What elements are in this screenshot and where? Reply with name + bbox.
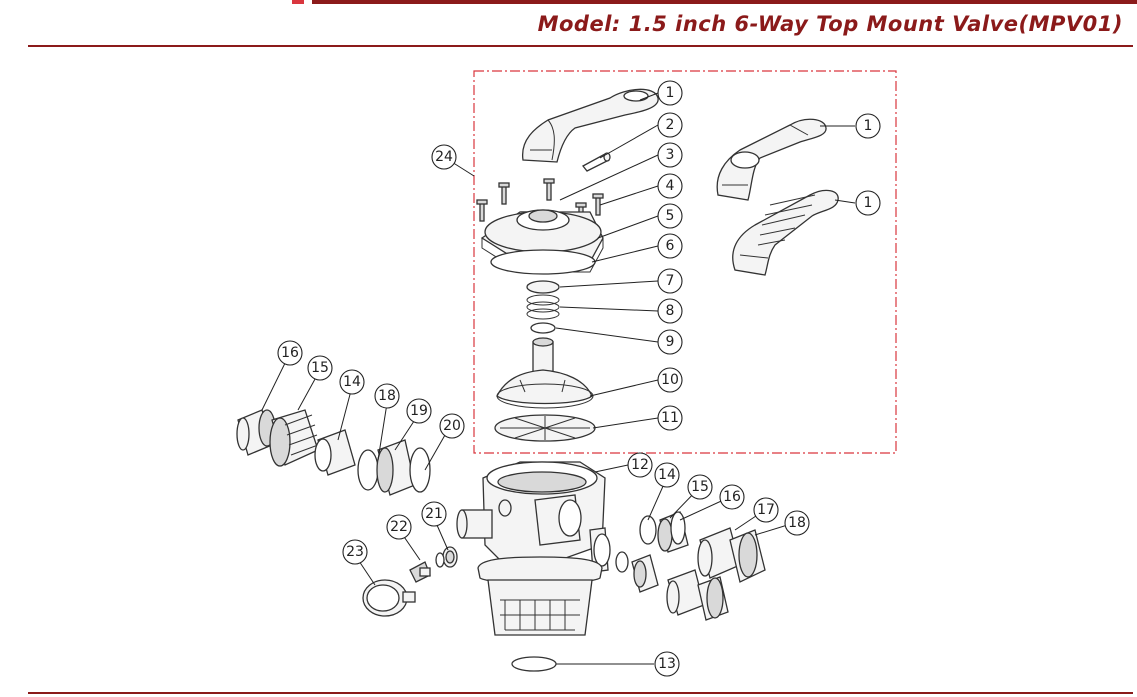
callout-3: 3 (657, 142, 683, 168)
part-spring (526, 294, 560, 320)
callout-21: 21 (421, 501, 447, 527)
callout-16: 16 (719, 484, 745, 510)
assembly-frame (473, 70, 897, 454)
callout-24: 24 (431, 144, 457, 170)
model-title: Model: 1.5 inch 6-Way Top Mount Valve(MP… (538, 12, 1123, 36)
callout-20: 20 (439, 413, 465, 439)
callout-group: 1112345678910111213141516171814161518192… (277, 80, 881, 677)
part-gasket (490, 249, 596, 275)
part-handle-alt-1 (716, 118, 827, 201)
part-handle-alt-2 (732, 189, 839, 276)
callout-19: 19 (406, 398, 432, 424)
callout-16: 16 (277, 340, 303, 366)
callout-number: 8 (666, 303, 675, 319)
top-accent-bar (0, 0, 1137, 4)
callout-22: 22 (386, 514, 412, 540)
callout-number: 10 (661, 372, 679, 388)
callout-1: 1 (657, 80, 683, 106)
callout-number: 4 (666, 178, 675, 194)
callout-6: 6 (657, 233, 683, 259)
callout-5: 5 (657, 203, 683, 229)
callout-13: 13 (654, 651, 680, 677)
callout-number: 20 (443, 418, 461, 434)
model-separator: : (611, 12, 621, 36)
model-value: 1.5 inch 6-Way Top Mount Valve(MPV01) (628, 12, 1123, 36)
callout-9: 9 (657, 329, 683, 355)
callout-17: 17 (753, 497, 779, 523)
header-rule (28, 45, 1133, 47)
callout-10: 10 (657, 367, 683, 393)
callout-number: 16 (281, 345, 299, 361)
callout-number: 6 (666, 238, 675, 254)
callout-18: 18 (374, 383, 400, 409)
callout-number: 18 (378, 388, 396, 404)
callout-1: 1 (855, 113, 881, 139)
callout-number: 23 (346, 544, 364, 560)
callout-number: 14 (343, 374, 361, 390)
callout-2: 2 (657, 112, 683, 138)
callout-number: 15 (691, 479, 709, 495)
callout-number: 11 (661, 410, 679, 426)
callout-number: 1 (864, 195, 873, 211)
part-pin (582, 152, 611, 172)
callout-number: 12 (631, 457, 649, 473)
callout-number: 15 (311, 360, 329, 376)
callout-15: 15 (687, 474, 713, 500)
callout-number: 21 (425, 506, 443, 522)
callout-number: 7 (666, 273, 675, 289)
part-washer (526, 280, 560, 294)
callout-14: 14 (339, 369, 365, 395)
callout-number: 14 (658, 467, 676, 483)
callout-18: 18 (784, 510, 810, 536)
callout-12: 12 (627, 452, 653, 478)
callout-7: 7 (657, 268, 683, 294)
callout-11: 11 (657, 405, 683, 431)
callout-number: 16 (723, 489, 741, 505)
callout-number: 9 (666, 334, 675, 350)
model-label: Model (537, 12, 612, 36)
part-right-union-set (615, 511, 766, 621)
callout-number: 18 (788, 515, 806, 531)
part-o-ring (530, 322, 556, 334)
callout-number: 24 (435, 149, 453, 165)
part-handle-top (522, 88, 659, 163)
callout-23: 23 (342, 539, 368, 565)
callout-15: 15 (307, 355, 333, 381)
callout-number: 1 (864, 118, 873, 134)
part-rotor (496, 337, 594, 409)
callout-14: 14 (654, 462, 680, 488)
callout-number: 2 (666, 117, 675, 133)
part-pressure-gauge (362, 579, 416, 617)
callout-number: 17 (757, 502, 775, 518)
callout-1: 1 (855, 190, 881, 216)
callout-number: 1 (666, 85, 675, 101)
callout-number: 19 (410, 403, 428, 419)
callout-number: 13 (658, 656, 676, 672)
part-drain-plug (435, 546, 458, 568)
part-rotor-seal (494, 414, 596, 442)
callout-8: 8 (657, 298, 683, 324)
part-valve-body (456, 461, 611, 636)
footer-rule (28, 692, 1133, 694)
callout-number: 3 (666, 147, 675, 163)
part-air-release (409, 561, 431, 583)
part-bottom-o-ring (511, 656, 557, 672)
part-left-union-set (236, 409, 431, 496)
callout-number: 5 (666, 208, 675, 224)
callout-4: 4 (657, 173, 683, 199)
callout-number: 22 (390, 519, 408, 535)
